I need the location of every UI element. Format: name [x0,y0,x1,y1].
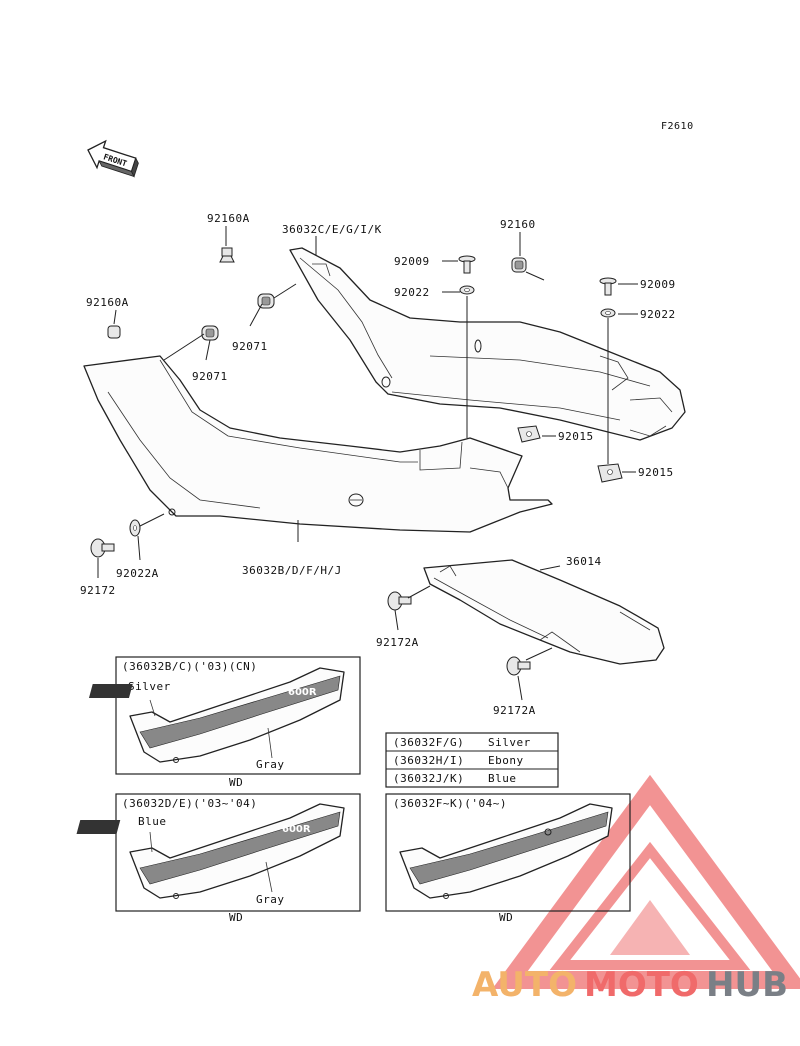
label-92015-b: 92015 [638,466,674,479]
label-92015-a: 92015 [558,430,594,443]
bolt-92172 [90,538,115,558]
label-92009-a: 92009 [394,255,430,268]
screw-92009-b [599,277,617,296]
label-92022-a: 92022 [394,286,430,299]
nut-92015-b [597,463,623,483]
box2-footer: WD [229,911,243,924]
color-table-color-1: Silver [488,736,531,749]
label-92160A-top: 92160A [207,212,250,225]
label-92071-b: 92071 [192,370,228,383]
inset-box-3: (36032F~K)('04~) WD [385,793,631,924]
bolt-92172A-b [506,656,531,676]
label-92172A-b: 92172A [493,704,536,717]
box2-decal-text: 600R [282,824,311,835]
watermark-logo [492,774,800,989]
box1-color1: Silver [128,680,171,693]
leader-lines [97,226,638,701]
box1-decal-text: 600R [288,687,317,698]
front-arrow-icon: FRONT [87,139,139,178]
label-92172A-a: 92172A [376,636,419,649]
grommet-92160 [511,257,527,273]
figure-code: F2610 [661,121,694,132]
box3-footer: WD [499,911,513,924]
color-table-color-2: Ebony [488,754,524,767]
color-table-code-2: (36032H/I) [393,754,464,767]
box1-title: (36032B/C)('03)(CN) [122,660,257,673]
label-92160: 92160 [500,218,536,231]
color-table-code-3: (36032J/K) [393,772,464,785]
color-table-color-3: Blue [488,772,517,785]
color-table: (36032F/G) Silver (36032H/I) Ebony (3603… [385,732,559,788]
nut-92015-a [517,425,541,443]
inset-box-1: (36032B/C)('03)(CN) Silver Gray 600R WD [88,656,361,789]
washer-92022-b [600,308,616,318]
box2-decal: 600R [76,820,311,835]
color-table-code-1: (36032F/G) [393,736,464,749]
box1-footer: WD [229,776,243,789]
watermark-text: AUTO MOTO HUB [472,965,788,1005]
washer-92022-a [459,285,475,295]
box1-color2: Gray [256,758,285,771]
washer-92022A [129,519,141,537]
inset-box-2: (36032D/E)('03~'04) Blue Gray 600R WD [76,793,361,924]
label-36032B: 36032B/D/F/H/J [242,564,342,577]
grommet-92160A-top [219,247,235,263]
label-36032C: 36032C/E/G/I/K [282,223,382,236]
label-92022-b: 92022 [640,308,676,321]
label-92071-a: 92071 [232,340,268,353]
label-36014: 36014 [566,555,602,568]
label-92009-b: 92009 [640,278,676,291]
box1-decal: 600R [88,684,317,698]
side-cover-upper [289,247,686,441]
watermark-part3: HUB [706,965,788,1005]
box2-color1: Blue [138,815,167,828]
side-cover-lower [83,355,553,533]
box2-color2: Gray [256,893,285,906]
label-92160A-left: 92160A [86,296,129,309]
grommet-92160A-left [107,325,121,339]
box2-title: (36032D/E)('03~'04) [122,797,257,810]
watermark-part1: AUTO [472,965,577,1005]
grommet-92071-b [201,325,219,341]
label-92172: 92172 [80,584,116,597]
box3-title: (36032F~K)('04~) [393,797,507,810]
bolt-92172A-a [387,591,412,611]
screw-92009-a [458,255,476,274]
tail-cover [423,559,665,665]
watermark-part2: MOTO [584,965,699,1005]
label-92022A: 92022A [116,567,159,580]
